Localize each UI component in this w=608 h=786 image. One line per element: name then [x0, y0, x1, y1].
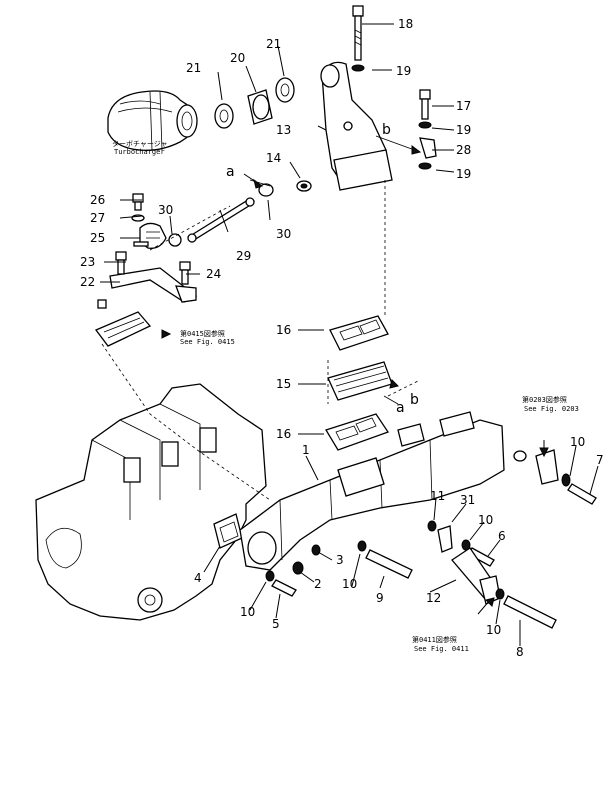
- callout-26: 26: [90, 193, 105, 207]
- callout-22: 22: [80, 275, 95, 289]
- callout-23: 23: [80, 255, 95, 269]
- bracket-22: [109, 267, 198, 303]
- nut-11: [427, 520, 437, 532]
- callout-10-lower: 10: [486, 623, 501, 637]
- callout-27: 27: [90, 211, 105, 225]
- callout-b-mid: b: [410, 392, 419, 408]
- elbow-13: [320, 61, 393, 191]
- callout-16-lower: 16: [276, 427, 291, 441]
- bolt-9: [365, 549, 413, 579]
- callout-15: 15: [276, 377, 291, 391]
- callout-25: 25: [90, 231, 105, 245]
- callout-24: 24: [206, 267, 221, 281]
- callout-21-left: 21: [186, 61, 201, 75]
- callout-10-center: 10: [342, 577, 357, 591]
- nut-14: [296, 180, 312, 192]
- bracket-28: [419, 137, 437, 159]
- callout-11: 11: [430, 489, 445, 503]
- callout-6: 6: [498, 529, 506, 543]
- callout-29: 29: [236, 249, 251, 263]
- bolt-5: [271, 579, 297, 597]
- bolt-18: [351, 5, 365, 72]
- bolt-26: [132, 193, 144, 211]
- fig0411-jp-note: 第0411図参照: [412, 635, 457, 644]
- engine-block: [35, 383, 267, 621]
- callout-a-top: a: [226, 164, 235, 180]
- cap-30-top: [258, 183, 274, 197]
- callout-9: 9: [376, 591, 384, 605]
- callout-5: 5: [272, 617, 280, 631]
- turbocharger-drawing: [107, 90, 198, 151]
- heat-shield-15: [327, 361, 393, 401]
- callout-19-bottom: 19: [456, 167, 471, 181]
- callout-30-left: 30: [158, 203, 173, 217]
- callout-2: 2: [314, 577, 322, 591]
- callout-20: 20: [230, 51, 245, 65]
- spacer-3: [311, 544, 321, 556]
- pipe-29: [187, 197, 255, 243]
- fig0203-jp-note: 第0203図参照: [522, 395, 567, 404]
- bolt-8: [503, 595, 557, 629]
- callout-18: 18: [398, 17, 413, 31]
- callout-10-right: 10: [570, 435, 585, 449]
- washer-10e: [495, 588, 505, 600]
- leader-lines: [100, 23, 599, 646]
- callout-10-left: 10: [240, 605, 255, 619]
- bolt-23: [115, 251, 127, 275]
- clamp-21-left: [214, 103, 234, 129]
- gasket-16-top: [329, 315, 389, 351]
- washer-10d: [265, 570, 275, 582]
- washer-10c: [357, 540, 367, 552]
- callout-4: 4: [194, 571, 202, 585]
- callout-7: 7: [596, 453, 604, 467]
- callout-10-mid: 10: [478, 513, 493, 527]
- callout-a-mid: a: [396, 400, 405, 416]
- callout-19-top: 19: [396, 64, 411, 78]
- callout-13: 13: [276, 123, 291, 137]
- fig0415-en-note: See Fig. 0415: [180, 338, 235, 346]
- bracket-right: [535, 449, 559, 485]
- callout-19-mid: 19: [456, 123, 471, 137]
- fig0203-en-note: See Fig. 0203: [524, 405, 579, 413]
- callout-16-top: 16: [276, 323, 291, 337]
- fig0415-jp-note: 第0415図参照: [180, 329, 225, 338]
- callout-b-top: b: [382, 122, 391, 138]
- turbocharger-jp-label: ターボチャージャ: [112, 139, 167, 148]
- washer-10a: [561, 473, 571, 487]
- bracket-31: [437, 525, 453, 553]
- callout-28: 28: [456, 143, 471, 157]
- callout-17: 17: [456, 99, 471, 113]
- callout-21-right: 21: [266, 37, 281, 51]
- valve-25: [133, 222, 167, 249]
- callout-31: 31: [460, 493, 475, 507]
- callout-3: 3: [336, 553, 344, 567]
- arrows: [161, 145, 549, 607]
- bolt-7: [567, 483, 597, 505]
- clamp-21-right: [275, 77, 295, 103]
- callout-labels: 18 19 21 20 21 17 13 19 b 28 14 19 a 26 …: [80, 17, 604, 659]
- washer-19c: [418, 162, 432, 170]
- cover-fig0415: [94, 299, 152, 347]
- callout-1: 1: [302, 443, 310, 457]
- callout-12: 12: [426, 591, 441, 605]
- bolt-17: [418, 89, 432, 129]
- callout-8: 8: [516, 645, 524, 659]
- callout-14: 14: [266, 151, 281, 165]
- cap-30-left: [168, 233, 182, 247]
- gasket-16-lower: [325, 413, 390, 451]
- stud-2: [292, 561, 304, 575]
- bolt-24: [179, 261, 191, 285]
- sleeve-20: [247, 89, 273, 125]
- exhaust-manifold-1: [239, 411, 505, 571]
- turbocharger-en-label: Turbocharger: [114, 148, 165, 156]
- callout-30-right: 30: [276, 227, 291, 241]
- plug-right: [513, 450, 527, 462]
- fig0411-en-note: See Fig. 0411: [414, 645, 469, 653]
